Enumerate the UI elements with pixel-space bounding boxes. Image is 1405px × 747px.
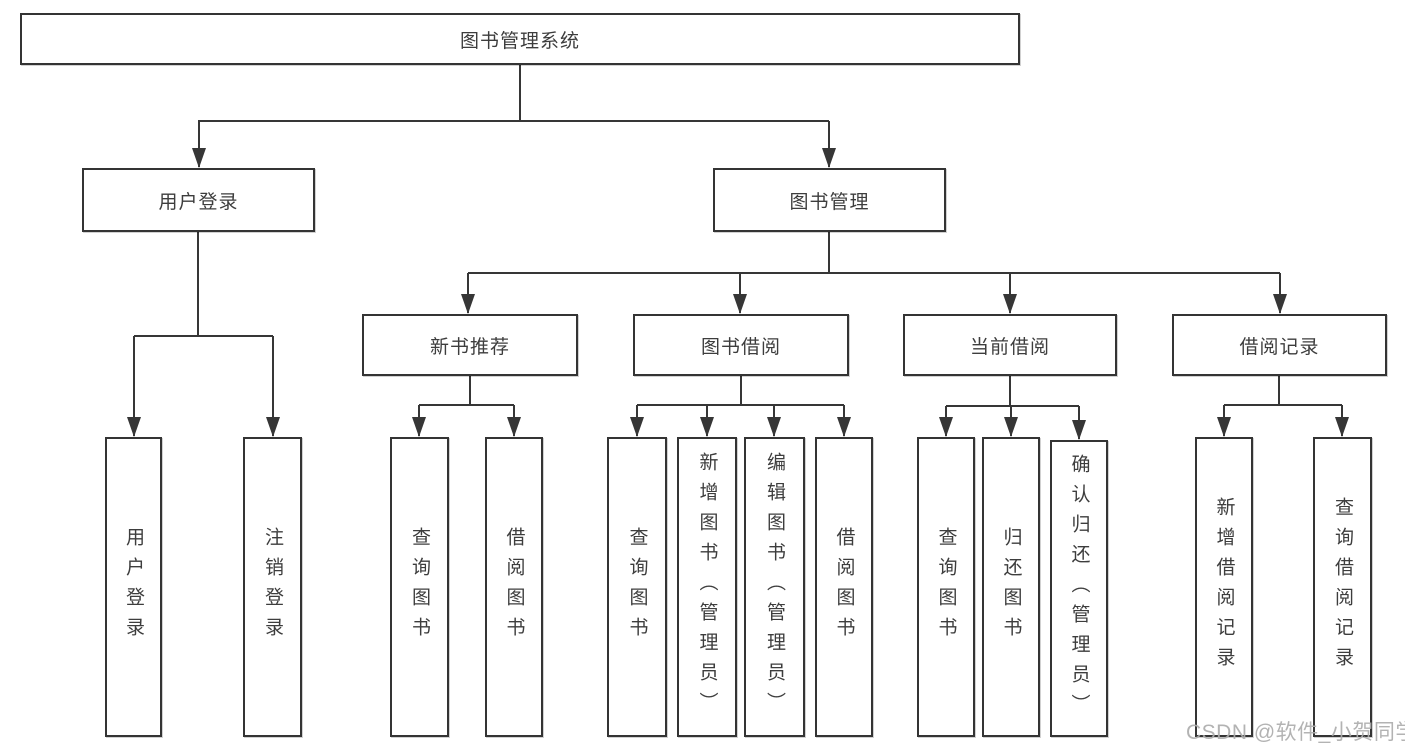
node-label: 新书推荐 — [429, 336, 510, 358]
leaf-query-borrow-record: 查询借阅记录 — [1313, 437, 1372, 737]
node-label: 查询借阅记录 — [1332, 497, 1353, 677]
node-current-borrowing: 当前借阅 — [903, 314, 1117, 376]
leaf-add-books-admin: 新增图书（管理员） — [677, 437, 737, 737]
node-user-login: 用户登录 — [82, 168, 315, 232]
connector-book-borrow-branch — [630, 376, 851, 437]
leaf-add-borrow-record: 新增借阅记录 — [1195, 437, 1253, 737]
leaf-edit-books-admin: 编辑图书（管理员） — [744, 437, 805, 737]
leaf-user-login: 用户登录 — [105, 437, 162, 737]
node-label: 注销登录 — [262, 527, 283, 647]
connector-current-borrow-branch — [939, 376, 1086, 440]
node-label: 查询图书 — [935, 527, 957, 647]
connector-borrow-records-branch — [1217, 376, 1349, 437]
node-label: 用户登录 — [158, 191, 239, 213]
node-label: 图书管理 — [789, 191, 870, 213]
leaf-query-books-3: 查询图书 — [917, 437, 975, 737]
connector-root-to-level2 — [192, 64, 836, 168]
connector-user-login-branch — [127, 232, 280, 437]
leaf-return-books: 归还图书 — [982, 437, 1040, 737]
node-label: 编辑图书（管理员） — [764, 452, 785, 722]
leaf-query-books-1: 查询图书 — [390, 437, 449, 737]
connector-book-mgmt-to-level3 — [461, 232, 1287, 314]
node-label: 借阅图书 — [503, 527, 525, 647]
node-label: 查询图书 — [626, 527, 648, 647]
node-new-book-recommendation: 新书推荐 — [362, 314, 578, 376]
node-label: 归还图书 — [1000, 527, 1022, 647]
node-label: 图书管理系统 — [459, 30, 580, 52]
node-label: 新增图书（管理员） — [696, 452, 718, 722]
node-library-management-system: 图书管理系统 — [20, 13, 1020, 65]
node-label: 借阅记录 — [1239, 336, 1320, 358]
leaf-query-books-2: 查询图书 — [607, 437, 667, 737]
node-label: 图书借阅 — [700, 336, 781, 358]
node-label: 查询图书 — [409, 527, 430, 647]
node-label: 确认归还（管理员） — [1068, 453, 1090, 724]
node-book-borrowing: 图书借阅 — [633, 314, 849, 376]
leaf-borrow-books-2: 借阅图书 — [815, 437, 873, 737]
node-label: 借阅图书 — [833, 527, 855, 647]
node-label: 用户登录 — [123, 527, 144, 647]
node-label: 当前借阅 — [969, 336, 1050, 358]
csdn-watermark: CSDN @软件_小贺同学 — [1186, 721, 1405, 744]
node-label: 新增借阅记录 — [1213, 497, 1235, 677]
node-book-management: 图书管理 — [713, 168, 946, 232]
leaf-confirm-return-admin: 确认归还（管理员） — [1050, 440, 1108, 737]
leaf-logout: 注销登录 — [243, 437, 302, 737]
node-borrowing-records: 借阅记录 — [1172, 314, 1387, 376]
leaf-borrow-books-1: 借阅图书 — [485, 437, 543, 737]
connector-new-books-branch — [412, 376, 521, 437]
